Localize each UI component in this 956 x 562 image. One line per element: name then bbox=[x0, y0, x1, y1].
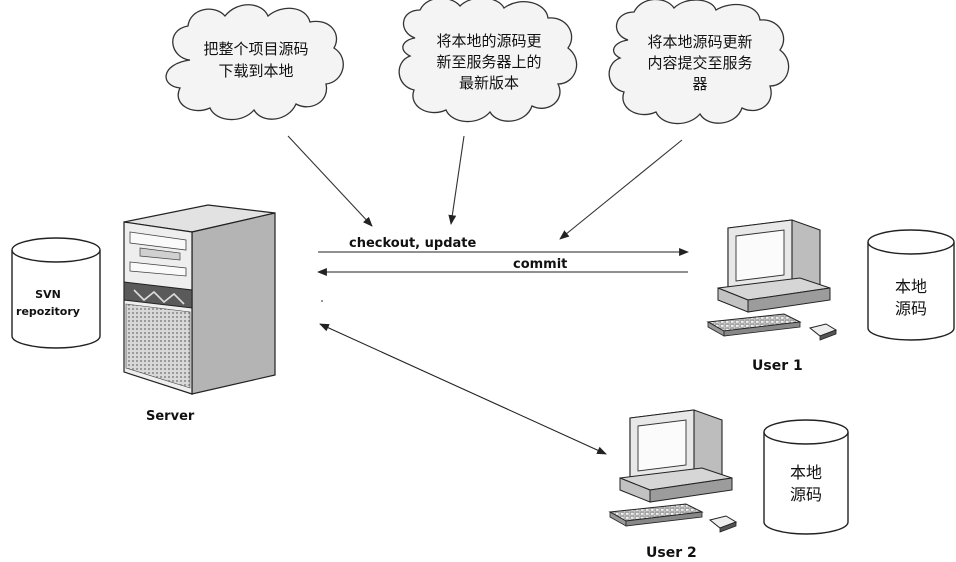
user1-local-source: 本地 源码 bbox=[867, 229, 955, 341]
user1-workstation: User 1 bbox=[706, 219, 838, 374]
cloud-commit: 将本地源码更新 内容提交至服务 器 bbox=[608, 0, 790, 125]
cloud-pointers bbox=[287, 135, 683, 240]
user2-local-line2: 源码 bbox=[790, 485, 822, 504]
user1-local-line2: 源码 bbox=[895, 299, 927, 318]
user2-label: User 2 bbox=[646, 545, 697, 561]
cloud-commit-line1: 将本地源码更新 bbox=[647, 33, 752, 51]
cloud-checkout-line2: 下载到本地 bbox=[218, 62, 293, 80]
user2-local-source: 本地 源码 bbox=[763, 419, 849, 535]
svn-repository: SVN repozitory bbox=[11, 237, 101, 349]
transfer-arrows bbox=[317, 248, 689, 455]
cloud-checkout-line1: 把整个项目源码 bbox=[203, 40, 308, 58]
cloud-commit-line2: 内容提交至服务 bbox=[647, 54, 752, 72]
cloud-update-line1: 将本地的源码更 bbox=[436, 32, 541, 50]
repository-label-line2: repozitory bbox=[16, 305, 80, 318]
pointer-commit bbox=[559, 139, 683, 240]
cloud-update: 将本地的源码更 新至服务器上的 最新版本 bbox=[398, 0, 578, 123]
arrow-server-user2 bbox=[319, 323, 607, 455]
cloud-update-line2: 新至服务器上的 bbox=[436, 53, 541, 71]
speck bbox=[321, 300, 323, 302]
repository-label-line1: SVN bbox=[35, 288, 61, 301]
cloud-commit-line3: 器 bbox=[692, 75, 707, 93]
server-tower: Server bbox=[123, 204, 276, 424]
user2-local-line1: 本地 bbox=[790, 463, 822, 482]
server-label: Server bbox=[146, 409, 195, 424]
user1-local-line1: 本地 bbox=[895, 277, 927, 296]
label-checkout-update: checkout, update bbox=[349, 236, 476, 251]
label-commit: commit bbox=[513, 257, 567, 272]
pointer-checkout bbox=[287, 135, 373, 227]
user1-label: User 1 bbox=[752, 358, 803, 374]
user2-workstation: User 2 bbox=[608, 409, 738, 561]
cloud-update-line3: 最新版本 bbox=[459, 74, 519, 92]
pointer-update bbox=[448, 135, 465, 225]
cloud-checkout: 把整个项目源码 下载到本地 bbox=[165, 4, 344, 121]
